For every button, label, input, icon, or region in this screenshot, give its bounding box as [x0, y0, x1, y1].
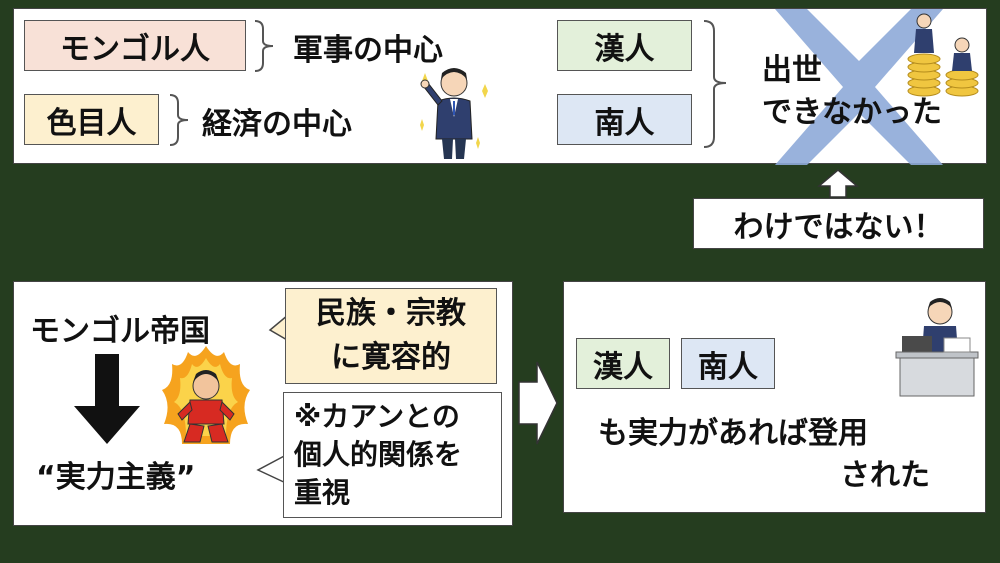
han-box: 漢人: [557, 20, 692, 71]
note-line1: ※カアンとの: [294, 400, 460, 433]
bottom-left-panel: モンゴル帝国 民族・宗教 に寛容的 “実力主義” ※カアンとの 個人的関係を 重…: [13, 281, 513, 526]
promo-line1: 出世: [762, 53, 822, 88]
tolerance-line2: に寛容的: [331, 340, 451, 375]
empire-label: モンゴル帝国: [30, 314, 210, 349]
han-label: 漢人: [594, 31, 655, 67]
bottom-right-line2: された: [840, 458, 930, 493]
nan-box: 南人: [557, 94, 692, 145]
top-panel: モンゴル人 軍事の中心 色目人 経済の中心 漢人 南人: [13, 8, 987, 165]
up-arrow-icon: [817, 169, 859, 198]
semu-box: 色目人: [24, 94, 159, 145]
merit-label: “実力主義”: [36, 460, 196, 495]
note-box: ※カアンとの 個人的関係を 重視: [283, 392, 502, 518]
businessman-pointing-icon: [420, 68, 488, 159]
down-arrow-icon: [74, 354, 140, 444]
note-tail: [256, 453, 289, 485]
office-worker-desk-icon: [895, 298, 979, 397]
promo-line2: できなかった: [762, 95, 942, 130]
han-box-bottom: 漢人: [576, 338, 670, 389]
nan-label-bottom: 南人: [698, 349, 758, 385]
cross-mark-icon: [775, 9, 943, 165]
tolerance-line1: 民族・宗教: [316, 296, 466, 331]
semu-role: 経済の中心: [202, 107, 352, 142]
mongol-label: モンゴル人: [60, 31, 210, 67]
bottom-right-panel: 漢人 南人 も実力があれば登用 された: [563, 281, 986, 513]
mongol-brace: [254, 20, 274, 72]
callout-text: わけではない！: [733, 209, 944, 245]
note-line3: 重視: [294, 476, 351, 509]
mongol-box: モンゴル人: [24, 20, 246, 71]
fiery-man-icon: [162, 346, 250, 444]
han-nan-brace: [703, 20, 727, 148]
nan-box-bottom: 南人: [681, 338, 775, 389]
han-label-bottom: 漢人: [593, 349, 653, 385]
note-line2: 個人的関係を: [294, 438, 463, 471]
semu-label: 色目人: [46, 105, 137, 141]
callout-box: わけではない！: [693, 198, 984, 249]
rich-people-on-coins-icon: [907, 13, 979, 97]
mongol-role: 軍事の中心: [293, 33, 443, 68]
right-arrow-icon: [518, 361, 558, 445]
tolerance-box: 民族・宗教 に寛容的: [285, 288, 497, 384]
bottom-right-line1: も実力があれば登用: [598, 416, 868, 451]
nan-label: 南人: [594, 105, 655, 141]
semu-brace: [169, 94, 189, 146]
